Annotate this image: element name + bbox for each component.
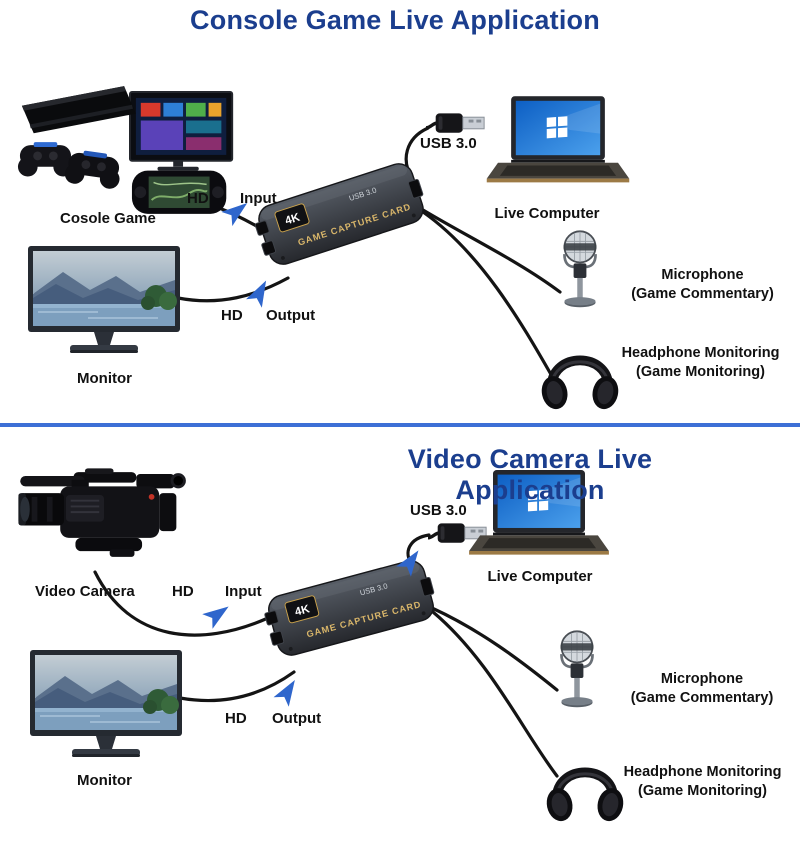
computer-label: Live Computer (494, 205, 600, 222)
microphone-caption-line2: (Game Commentary) (631, 285, 774, 302)
source-label: Cosole Game (60, 210, 156, 227)
output-arrow-icon (273, 675, 302, 707)
input-arrow-icon (202, 599, 234, 629)
output-label: Output (266, 307, 316, 324)
video-camera-illustration (18, 455, 190, 574)
headphone-caption-line1: Headphone Monitoring (621, 345, 780, 361)
input-label: Input (240, 190, 277, 207)
monitor-label: Monitor (77, 772, 132, 789)
hd-input-label: HD (187, 190, 209, 207)
output-arrow-icon (246, 276, 274, 307)
input-label: Input (225, 583, 262, 600)
microphone-caption: Microphone (Game Commentary) (615, 266, 790, 304)
computer-label: Live Computer (487, 568, 593, 585)
laptop-illustration (483, 96, 633, 190)
console-game-section: Console Game Live Application Cosole Gam… (0, 0, 800, 424)
usb-label: USB 3.0 (410, 502, 467, 519)
source-label: Video Camera (35, 583, 135, 600)
microphone-caption-line1: Microphone (661, 267, 744, 283)
monitor-label: Monitor (77, 370, 132, 387)
microphone-caption-line1: Microphone (660, 671, 744, 687)
usb-label: USB 3.0 (420, 135, 477, 152)
section-title: Video Camera Live Application (407, 444, 653, 505)
headphone-caption-line2: (Game Monitoring) (638, 782, 767, 799)
microphone-illustration (545, 628, 609, 716)
monitor-illustration (30, 650, 182, 764)
headphone-caption: Headphone Monitoring (Game Monitoring) (605, 763, 800, 801)
hd-output-label: HD (225, 710, 247, 727)
capture-card-illustration (245, 144, 437, 285)
hd-input-label: HD (172, 583, 194, 600)
headphone-caption: Headphone Monitoring (Game Monitoring) (603, 344, 798, 382)
microphone-caption-line2: (Game Commentary) (630, 689, 774, 706)
microphone-caption: Microphone (Game Commentary) (612, 670, 792, 708)
hd-output-label: HD (221, 307, 243, 324)
output-label: Output (272, 710, 322, 727)
monitor-illustration (28, 246, 180, 360)
usb-plug-icon (426, 110, 488, 136)
microphone-illustration (548, 228, 612, 316)
headphone-caption-line2: (Game Monitoring) (636, 363, 765, 380)
section-divider (0, 423, 800, 427)
video-camera-section: Video Camera Live Application Video Came… (0, 428, 800, 852)
headphone-caption-line1: Headphone Monitoring (623, 764, 782, 780)
section-title: Console Game Live Application (190, 5, 600, 35)
